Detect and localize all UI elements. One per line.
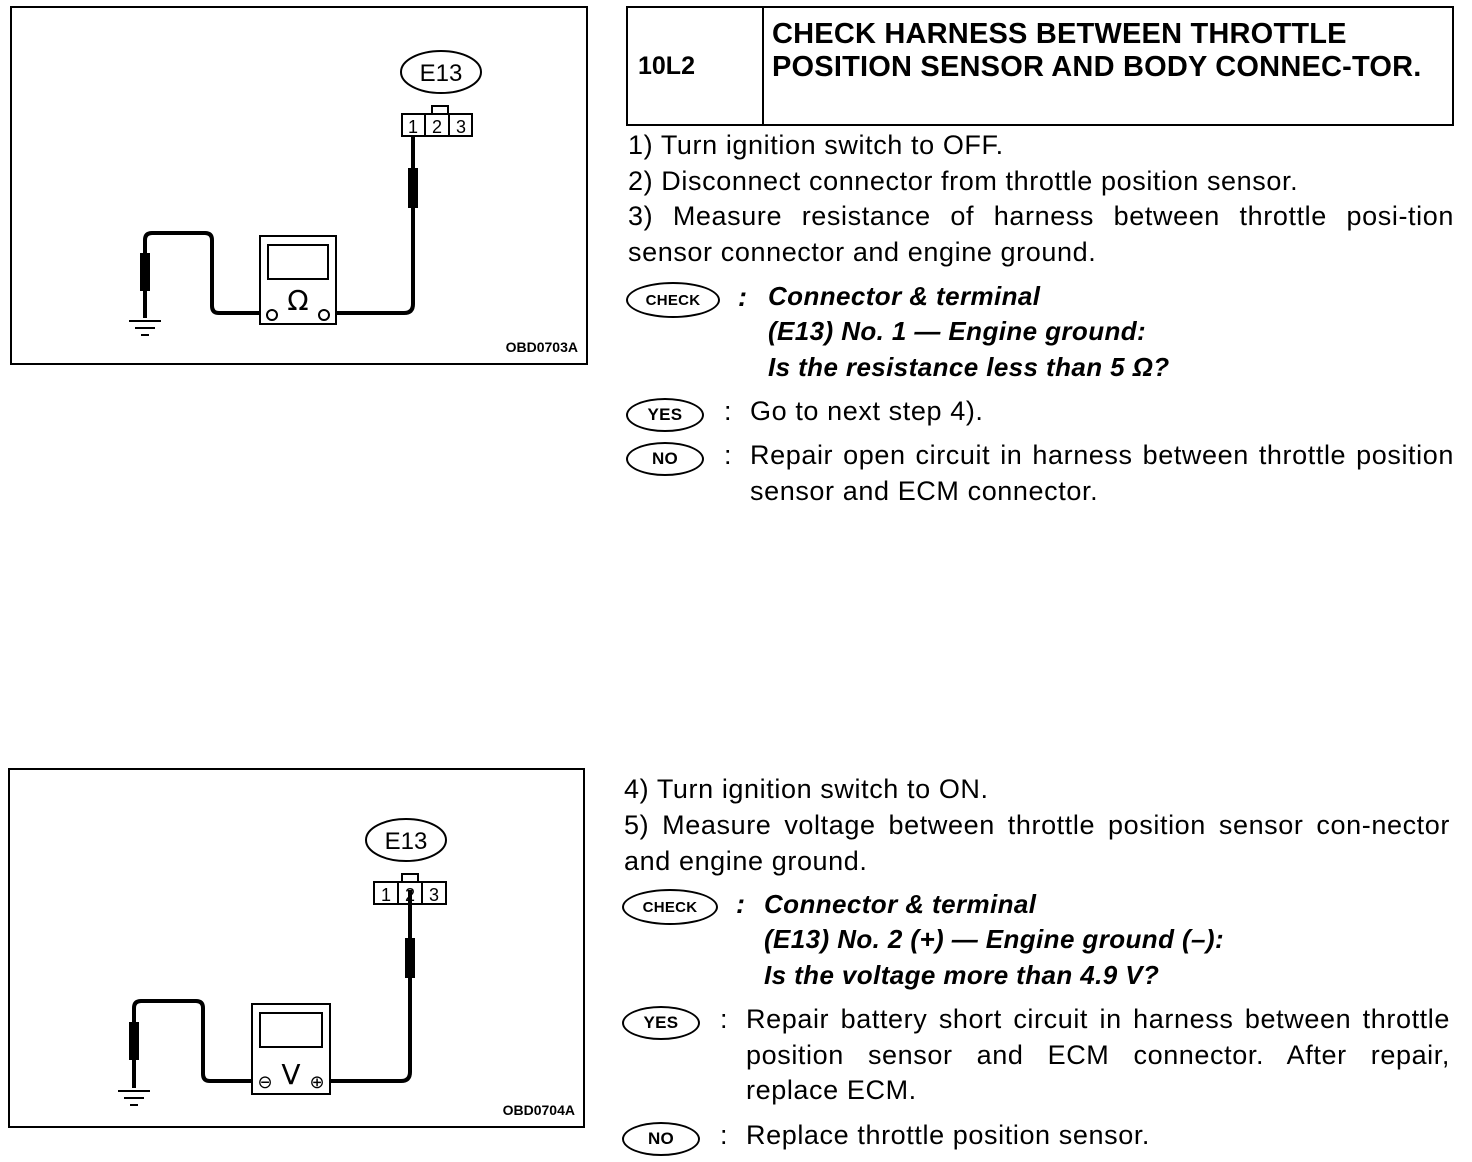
check-line-3: Is the resistance less than 5 Ω? <box>768 352 1170 382</box>
ohm-symbol: Ω <box>287 284 308 317</box>
connector-pin-3: 3 <box>456 117 466 137</box>
no-text: Replace throttle position sensor. <box>746 1120 1151 1150</box>
connector-label: E13 <box>385 828 428 855</box>
check-colon: : <box>738 282 747 312</box>
no-colon: : <box>720 1120 728 1150</box>
instruction-3: 3) Measure resistance of harness between… <box>628 201 1454 267</box>
check-line-3: Is the voltage more than 4.9 V? <box>764 960 1160 990</box>
no-badge: NO <box>622 1122 700 1156</box>
check-line-2: (E13) No. 1 — Engine ground: <box>768 316 1147 346</box>
connector-latch <box>431 105 449 115</box>
step-title: CHECK HARNESS BETWEEN THROTTLE POSITION … <box>772 18 1422 83</box>
instruction-5: 5) Measure voltage between throttle posi… <box>624 810 1450 876</box>
yes-text: Repair battery short circuit in harness … <box>746 1004 1450 1105</box>
probe-negative <box>129 1022 139 1060</box>
check-line-1: Connector & terminal <box>768 281 1041 311</box>
yes-badge: YES <box>622 1006 700 1040</box>
connector-pin-1: 1 <box>381 885 391 905</box>
voltage-circuit-diagram: E13 1 2 3 ⊖ ⊕ V <box>118 818 447 1106</box>
no-colon: : <box>724 440 732 470</box>
figure-code: OBD0703A <box>505 339 578 355</box>
yes-colon: : <box>720 1004 728 1034</box>
connector-label-oval <box>400 50 482 94</box>
instruction-4: 4) Turn ignition switch to ON. <box>624 774 989 804</box>
connector-pin-1: 1 <box>408 117 418 137</box>
figure-code: OBD0704A <box>502 1102 575 1118</box>
connector-label: E13 <box>420 60 463 87</box>
no-text: Repair open circuit in harness between t… <box>750 440 1454 506</box>
instruction-2: 2) Disconnect connector from throttle po… <box>628 166 1299 196</box>
probe-positive <box>405 938 415 978</box>
plus-terminal: ⊕ <box>309 1072 324 1093</box>
minus-terminal: ⊖ <box>257 1072 272 1093</box>
check-colon: : <box>736 889 745 919</box>
probe-left <box>140 253 150 291</box>
connector-label-oval <box>365 818 447 862</box>
check-badge: CHECK <box>622 889 718 925</box>
figure-voltage-diagram: E13 1 2 3 ⊖ ⊕ V OBD0704A <box>8 768 585 1128</box>
instruction-1: 1) Turn ignition switch to OFF. <box>628 130 1004 160</box>
check-badge: CHECK <box>626 282 720 318</box>
connector-pin-3: 3 <box>429 885 439 905</box>
check-line-2: (E13) No. 2 (+) — Engine ground (–): <box>764 924 1225 954</box>
voltmeter-display <box>259 1012 323 1048</box>
ohmmeter-display <box>267 244 329 280</box>
yes-text: Go to next step 4). <box>750 396 984 426</box>
yes-colon: : <box>724 396 732 426</box>
connector-pin-2: 2 <box>432 117 442 137</box>
no-badge: NO <box>626 442 704 476</box>
step-code: 10L2 <box>628 8 764 124</box>
check-line-1: Connector & terminal <box>764 889 1037 919</box>
probe-right <box>408 168 418 208</box>
step-header: 10L2 CHECK HARNESS BETWEEN THROTTLE POSI… <box>626 6 1454 126</box>
connector-body <box>401 113 473 137</box>
connector-latch <box>401 873 419 883</box>
figure-resistance-diagram: E13 1 2 3 Ω OBD0703A <box>10 6 588 365</box>
resistance-circuit-diagram: E13 1 2 3 Ω <box>129 50 482 336</box>
volt-symbol: V <box>281 1058 300 1091</box>
yes-badge: YES <box>626 398 704 432</box>
